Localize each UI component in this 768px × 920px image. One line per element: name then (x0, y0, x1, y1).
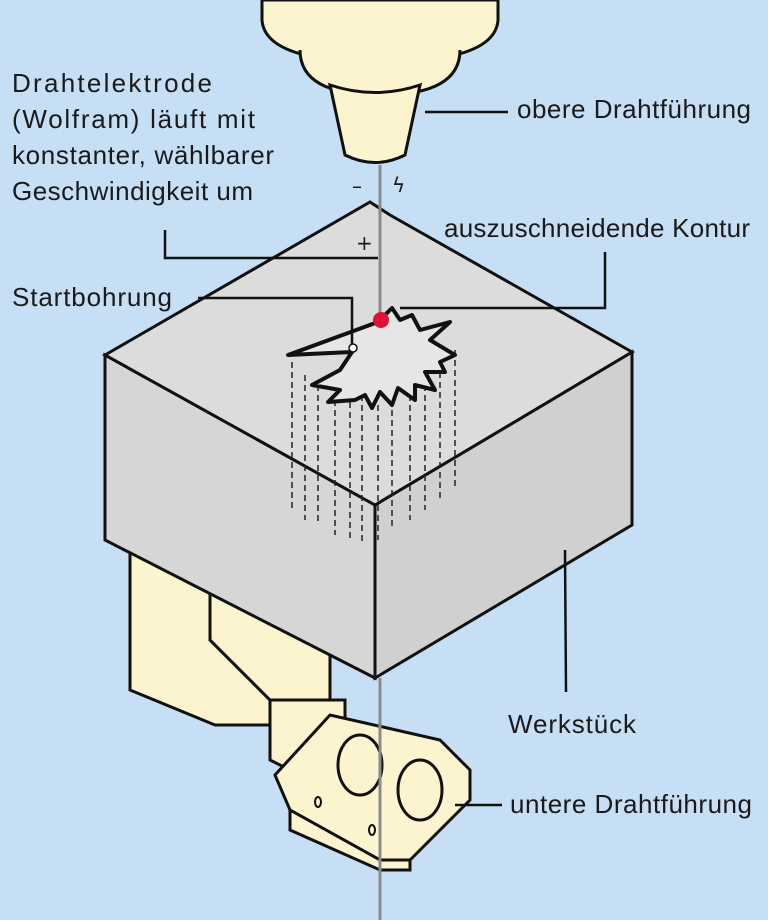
cut-contour-walls (291, 350, 456, 545)
workpiece-label: Werkstück (508, 709, 637, 739)
start-hole-leader-line (198, 296, 354, 344)
wire-label-line4: Geschwindigkeit um (12, 176, 253, 206)
upper-wire-guide (260, 0, 500, 164)
wire-label-line1: Drahtelektrode (12, 68, 212, 98)
start-point-dot (373, 312, 389, 328)
start-hole-marker (348, 343, 358, 353)
minus-symbol: – (352, 174, 362, 198)
plus-symbol: + (356, 231, 373, 255)
wire-leader-line (163, 230, 378, 260)
wire-label-line2: (Wolfram) läuft mit (12, 104, 256, 134)
upper-guide-label: obere Drahtführung (517, 94, 751, 124)
spark-icon: ϟ (392, 173, 405, 197)
start-hole-label: Startbohrung (12, 282, 172, 312)
contour-leader-line (400, 252, 607, 310)
lower-guide-label: untere Drahtführung (510, 789, 752, 819)
workpiece-leader-line (563, 549, 568, 693)
gear-contour (286, 306, 457, 410)
wire-label-line3: konstanter, wählbarer (12, 140, 274, 170)
contour-label: auszuschneidende Kontur (444, 213, 750, 243)
